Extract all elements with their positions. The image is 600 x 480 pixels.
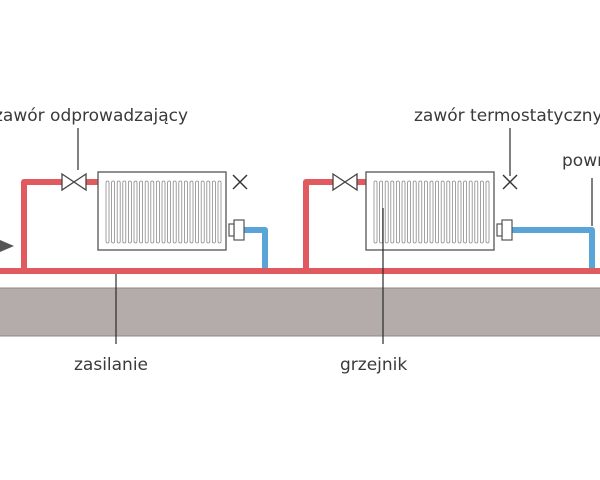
label-radiator: grzejnik bbox=[340, 355, 407, 375]
radiator-fin bbox=[189, 180, 194, 244]
radiator-1-fins bbox=[105, 180, 222, 244]
label-thermostatic-valve: zawór termostatyczny bbox=[414, 106, 600, 126]
radiator-fin bbox=[217, 180, 222, 244]
radiator-fin bbox=[390, 180, 395, 244]
radiator-fin bbox=[133, 180, 138, 244]
radiator-fin bbox=[155, 180, 160, 244]
radiator-fin bbox=[195, 180, 200, 244]
radiator-2 bbox=[365, 171, 495, 251]
radiator-2-fins bbox=[373, 180, 490, 244]
radiator-fin bbox=[423, 180, 428, 244]
outlet-valve-icon bbox=[61, 172, 87, 192]
label-outlet-valve: zawór odprowadzający bbox=[0, 106, 188, 126]
radiator-fin bbox=[167, 180, 172, 244]
radiator-fin bbox=[211, 180, 216, 244]
radiator-fin bbox=[468, 180, 473, 244]
return-fitting-1 bbox=[228, 219, 245, 241]
radiator-fin bbox=[474, 180, 479, 244]
radiator-fin bbox=[116, 180, 121, 244]
radiator-fin bbox=[161, 180, 166, 244]
radiator-fin bbox=[429, 180, 434, 244]
return-fitting-2 bbox=[496, 219, 513, 241]
radiator-fin bbox=[401, 180, 406, 244]
label-return: powrót bbox=[562, 151, 600, 171]
radiator-fin bbox=[144, 180, 149, 244]
floor-slab bbox=[0, 287, 600, 337]
radiator-fin bbox=[111, 180, 115, 244]
radiator-fin bbox=[440, 180, 445, 244]
radiator-fin bbox=[485, 180, 490, 244]
radiator-fin bbox=[105, 180, 110, 244]
radiator-fin bbox=[479, 180, 484, 244]
return-pipes bbox=[244, 227, 595, 268]
radiator-fin bbox=[127, 180, 132, 244]
radiator-fin bbox=[412, 180, 417, 244]
radiator-fin bbox=[178, 180, 183, 244]
return-pipe-radiator-2 bbox=[512, 227, 595, 268]
radiator-fin bbox=[384, 180, 389, 244]
flow-arrow-icon bbox=[0, 240, 14, 252]
radiator-fin bbox=[200, 180, 205, 244]
radiator-fin bbox=[150, 180, 155, 244]
radiator-fin bbox=[373, 180, 378, 244]
radiator-fin bbox=[139, 180, 144, 244]
return-pipe-radiator-1 bbox=[244, 227, 268, 268]
radiator-fin bbox=[395, 180, 400, 244]
radiator-fin bbox=[407, 180, 412, 244]
radiator-fin bbox=[122, 180, 127, 244]
radiator-fin bbox=[183, 180, 188, 244]
vent-icon-2 bbox=[502, 174, 518, 190]
radiator-fin bbox=[418, 180, 423, 244]
radiator-fin bbox=[451, 180, 456, 244]
supply-valve-2-icon bbox=[332, 172, 358, 192]
radiator-1 bbox=[97, 171, 227, 251]
leader-lines bbox=[77, 128, 593, 344]
supply-riser-1 bbox=[21, 179, 64, 271]
label-supply: zasilanie bbox=[74, 355, 148, 375]
vent-icon-1 bbox=[232, 174, 248, 190]
radiator-fin bbox=[172, 180, 177, 244]
radiator-fin bbox=[457, 180, 462, 244]
radiator-fin bbox=[446, 180, 451, 244]
supply-riser-2 bbox=[303, 179, 334, 271]
radiator-fin bbox=[206, 180, 211, 244]
radiator-fin bbox=[463, 180, 468, 244]
radiator-fin bbox=[435, 180, 440, 244]
